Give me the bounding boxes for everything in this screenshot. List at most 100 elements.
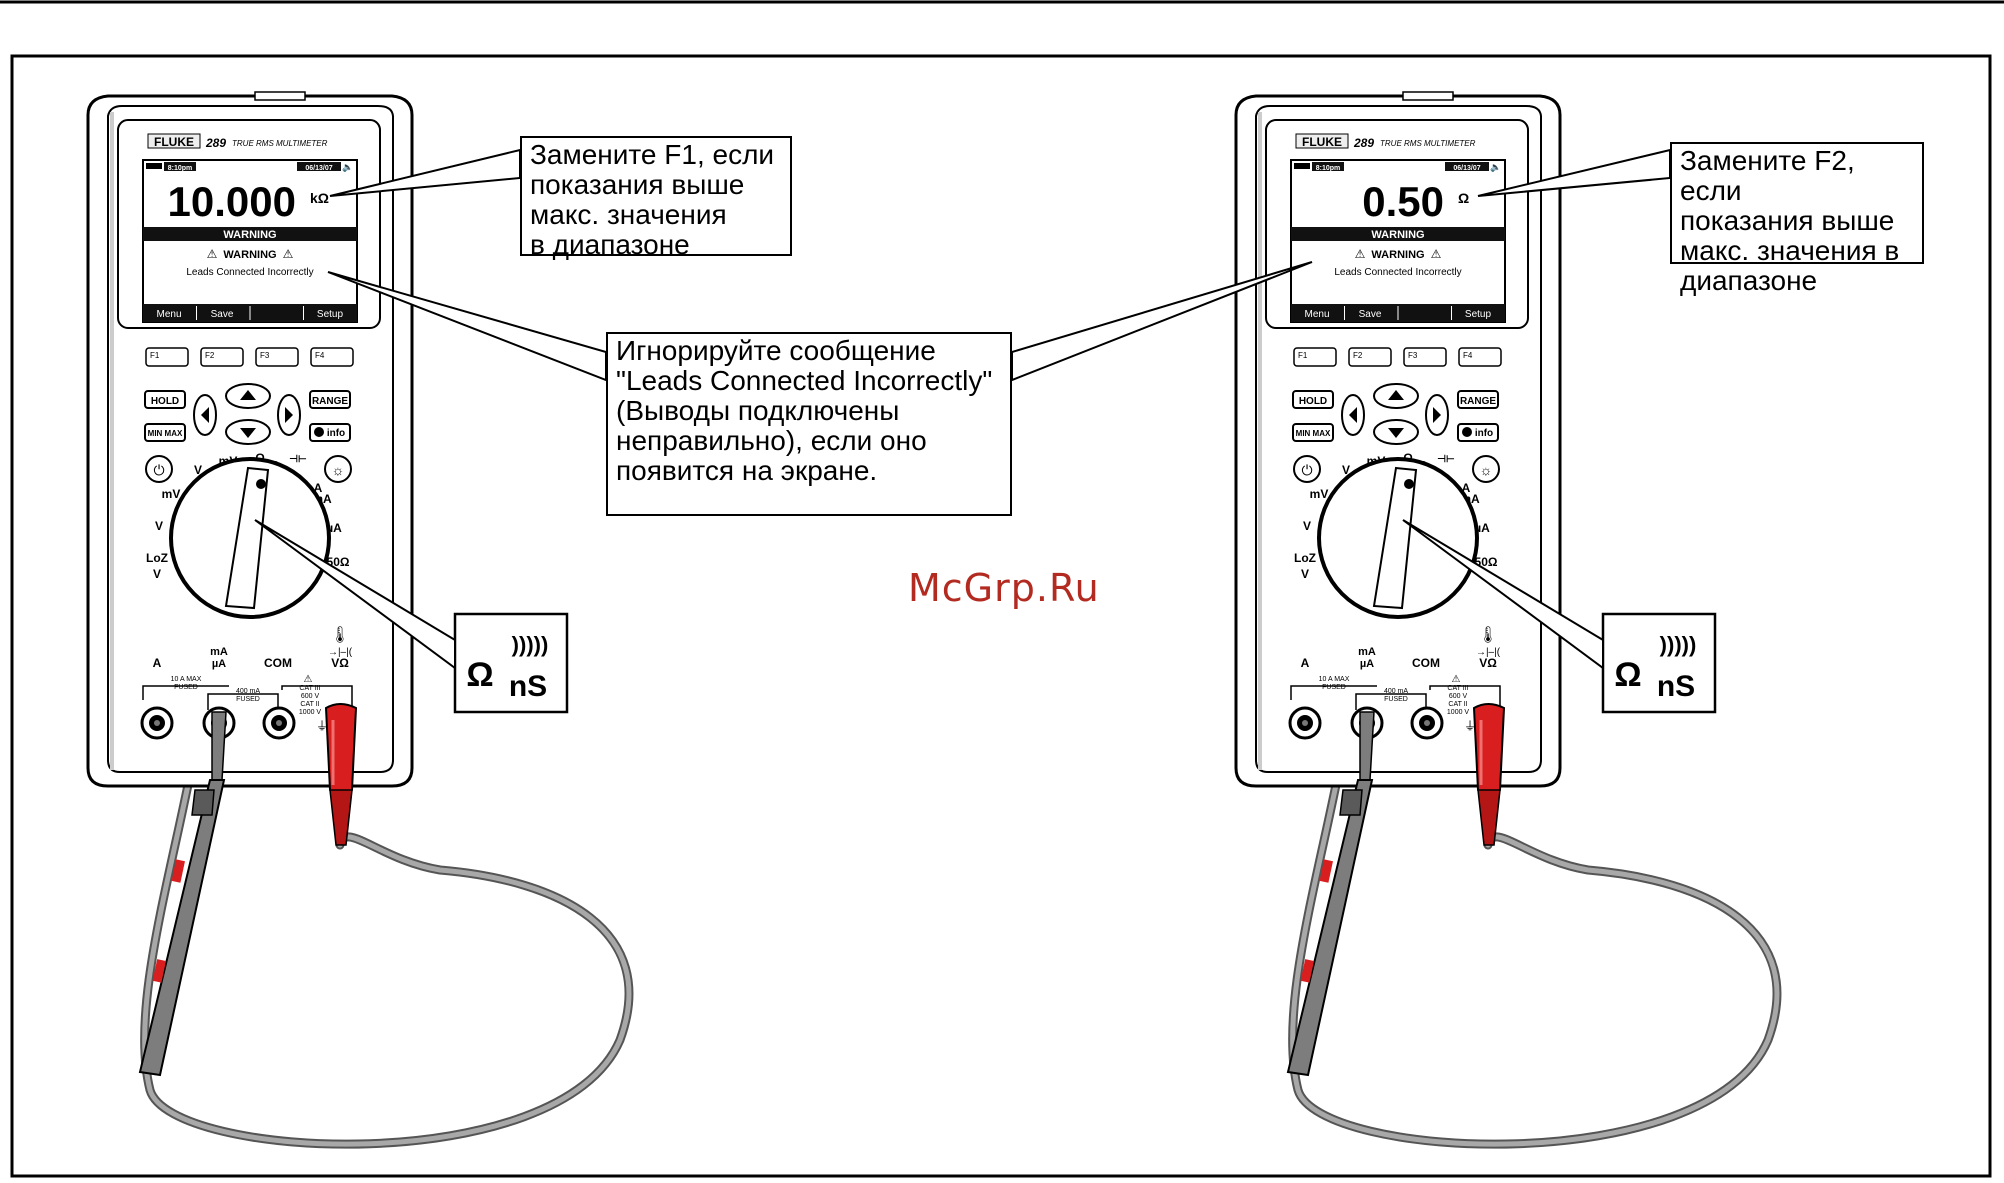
red-probe-plug <box>1472 703 1506 797</box>
warning-bar-label: WARNING <box>1371 229 1424 241</box>
jack-label-com: COM <box>264 656 292 670</box>
function-key-label: F4 <box>315 351 325 360</box>
function-key-f3 <box>1403 347 1447 367</box>
ignore-message-callout: Игнорируйте сообщение "Leads Connected I… <box>606 332 1012 516</box>
warning-triangle-icon: ⚠ <box>207 247 218 261</box>
hold-button <box>1292 390 1334 409</box>
up-arrow-icon <box>240 390 256 400</box>
warning-message: Leads Connected Incorrectly <box>186 267 313 278</box>
jack-rating-cat-line: 600 V <box>1449 693 1468 700</box>
diode-cap-icon: →|–|( <box>328 647 353 658</box>
jack-rating-a-line: 10 A MAX <box>171 676 202 683</box>
date-box <box>297 162 341 171</box>
gray-probe-marker <box>1300 959 1314 983</box>
jack-com-pin <box>276 720 282 726</box>
gray-probe-guard <box>191 789 215 816</box>
down-arrow-icon <box>1388 428 1404 438</box>
function-key-label: F2 <box>1353 351 1363 360</box>
lead-cable <box>1288 755 1782 1149</box>
jack-label-com: COM <box>1412 656 1440 670</box>
time-text: 8:10pm <box>1316 165 1341 172</box>
ground-icon: ⏚ <box>316 719 328 733</box>
minmax-label: MIN MAX <box>148 429 183 438</box>
info-label: info <box>327 428 345 439</box>
function-key-label: F4 <box>1463 351 1473 360</box>
watermark: McGrp.Ru <box>908 566 1100 610</box>
red-probe-boot <box>329 789 353 846</box>
callout-leaders <box>254 148 1671 670</box>
date-text: 06/13/07 <box>305 165 332 172</box>
warning-triangle-icon: ⚠ <box>1355 247 1366 261</box>
reading-value: 10.000 <box>168 178 296 225</box>
battery-icon <box>146 163 162 169</box>
lead-cable-highlight <box>142 757 632 1147</box>
battery-icon <box>1294 163 1310 169</box>
gray-probe-marker <box>152 959 166 983</box>
function-key-label: F1 <box>1298 351 1308 360</box>
gray-probe-body <box>1286 779 1374 1077</box>
model-label: 289 <box>1353 136 1374 150</box>
thermometer-icon: 🌡 <box>330 626 350 644</box>
thermometer-icon: 🌡 <box>1478 626 1498 644</box>
range-label: RANGE <box>1460 396 1496 407</box>
dial-label-capacitance: ⊣⊢ <box>289 454 307 465</box>
softkey-label: Save <box>1359 309 1382 320</box>
red-probe-plug <box>324 703 358 797</box>
jack-rating-cat-line: 600 V <box>301 693 320 700</box>
function-key-label: F3 <box>1408 351 1418 360</box>
backlight-sun-icon: ☼ <box>1480 462 1493 478</box>
jack-rating-ma-line: FUSED <box>236 696 260 703</box>
power-icon: ⏻ <box>1301 462 1312 478</box>
cat-warning-icon: ⚠ <box>1452 674 1461 685</box>
warning-triangle-icon: ⚠ <box>283 247 294 261</box>
dial-label-loz-v: V <box>1301 567 1309 581</box>
left-arrow-icon <box>1349 407 1357 423</box>
power-button <box>145 455 173 483</box>
softkey-label: Menu <box>1304 309 1329 320</box>
function-key-f4 <box>310 347 354 367</box>
brand-label: FLUKE <box>1302 135 1342 149</box>
dial-label-a: A <box>1462 481 1471 495</box>
diode-cap-icon: →|–|( <box>1476 647 1501 658</box>
minmax-button <box>1292 423 1334 442</box>
dial-label-mv-ac: mV <box>1310 487 1329 501</box>
jack-com-pin <box>1424 720 1430 726</box>
ohm-ns-symbol-box <box>453 612 569 714</box>
jack-label-vohm: VΩ <box>331 656 349 670</box>
function-key-f4 <box>1458 347 1502 367</box>
range-button <box>1457 390 1499 409</box>
speaker-icon: 🔈 <box>342 162 353 173</box>
jack-rating-ma-line: FUSED <box>1384 696 1408 703</box>
reading-value: 0.50 <box>1362 178 1444 225</box>
dial-label-capacitance: ⊣⊢ <box>1437 454 1455 465</box>
info-label: info <box>1475 428 1493 439</box>
warning-message: Leads Connected Incorrectly <box>1334 267 1461 278</box>
function-key-f2 <box>200 347 244 367</box>
function-key-f1 <box>1293 347 1337 367</box>
jack-rating-cat-line: CAT III <box>1447 685 1468 692</box>
power-icon: ⏻ <box>153 462 164 478</box>
fuse-callout-left: Замените F1, если показания выше макс. з… <box>520 136 792 260</box>
jack-label-a: A <box>153 656 162 670</box>
function-key-label: F3 <box>260 351 270 360</box>
jack-a-pin <box>1302 720 1308 726</box>
left-arrow-icon <box>201 407 209 423</box>
dial-pointer-dot <box>256 479 266 489</box>
gray-probe-body <box>138 779 226 1077</box>
function-key-f1 <box>145 347 189 367</box>
warning-title: WARNING <box>1371 249 1424 261</box>
reading-unit: kΩ <box>310 190 329 206</box>
brand-badge <box>1295 133 1349 149</box>
ohm-symbol: Ω <box>466 656 493 694</box>
jack-rating-cat-line: 1000 V <box>299 709 322 716</box>
softkey-label: Menu <box>156 309 181 320</box>
jack-rating-ma-line: 400 mA <box>236 688 260 695</box>
